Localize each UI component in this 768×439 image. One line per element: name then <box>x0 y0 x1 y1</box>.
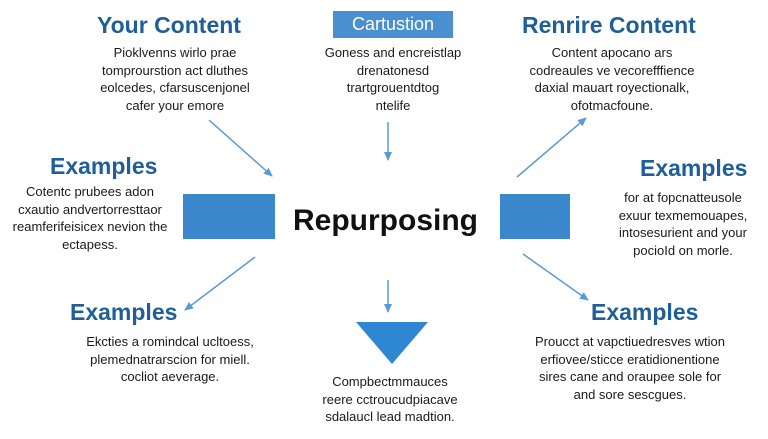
text-line: Compbectmmauces <box>332 374 448 389</box>
text-line: Content apocano ars <box>551 45 673 60</box>
text-line: Ekcties a romindcal ucltoess, <box>86 334 254 349</box>
text-line: sires cane and oraupee sole for <box>538 369 722 384</box>
text-your-content: Pioklvenns wirlo prae tomprourstion act … <box>85 44 265 114</box>
right-accent-block <box>500 194 570 239</box>
heading-your-content: Your Content <box>97 12 241 38</box>
text-line: and sore sescgues. <box>573 386 687 402</box>
left-accent-block <box>183 194 275 239</box>
text-line: cxautio andvertorresttaor <box>18 201 162 217</box>
center-label-repurposing: Repurposing <box>293 204 478 237</box>
big-down-arrow <box>356 322 428 364</box>
text-line: ectapess. <box>62 236 118 252</box>
text-line: cafer your emore <box>125 97 225 113</box>
label-cartustion: Cartustion <box>333 11 453 38</box>
text-examples-bottom-right: Proucct at vapctiuedresves wtion erfiove… <box>515 333 745 403</box>
text-line: cocliot aeverage. <box>120 369 220 384</box>
heading-examples-mid-left: Examples <box>50 153 158 179</box>
text-line: sdalaucl lead madtion. <box>325 409 455 424</box>
arrow-bottom-left <box>184 256 256 311</box>
text-cartustion: Goness and encreistlap drenatonesd trart… <box>303 44 483 114</box>
text-line: trartgrouentdtog <box>346 80 440 95</box>
text-examples-mid-right: for at fopcnatteusole exuur texmemouapes… <box>598 189 768 259</box>
text-line: pocioId on morle. <box>633 242 733 258</box>
text-line: codreaules ve vecorefffience <box>529 62 695 78</box>
text-line: exuur texmemouapes, <box>618 207 748 223</box>
text-line: ofotmacfoune. <box>570 97 654 113</box>
text-line: drenatonesd <box>356 62 430 78</box>
text-line: for at fopcnatteusole <box>624 190 742 205</box>
heading-renrire-content: Renrire Content <box>522 12 696 38</box>
text-line: Goness and encreistlap <box>324 45 462 60</box>
arrow-top-left <box>208 119 273 177</box>
heading-examples-mid-right: Examples <box>640 155 748 181</box>
text-line: intosesurient and your <box>619 225 747 240</box>
text-line: Proucct at vapctiuedresves wtion <box>534 334 726 349</box>
heading-examples-bottom-left: Examples <box>70 299 178 325</box>
text-examples-bottom-left: Ekcties a romindcal ucltoess, plemednatr… <box>55 333 285 386</box>
arrow-bottom-right <box>522 253 589 301</box>
arrow-top-right <box>516 117 587 178</box>
text-renrire-content: Content apocano ars codreaules ve vecore… <box>512 44 712 114</box>
text-line: daxial mauart royectionalk, <box>534 80 690 95</box>
text-bottom-center: Compbectmmauces reere cctroucudpiacave s… <box>290 373 490 426</box>
text-line: plemednatrarscion for miell. <box>90 351 250 367</box>
text-line: eolcedes, cfarsuscenjonel <box>100 80 250 95</box>
text-line: reamferifeisicex nevion the <box>12 219 168 234</box>
text-line: Cotentc prubees adon <box>26 184 154 199</box>
text-line: ntelife <box>375 97 411 113</box>
text-line: tomprourstion act dluthes <box>102 62 248 78</box>
text-line: erfiovee/sticce eratidionentione <box>540 351 720 367</box>
heading-examples-bottom-right: Examples <box>591 299 699 325</box>
text-examples-mid-left: Cotentc prubees adon cxautio andvertorre… <box>0 183 180 253</box>
text-line: Pioklvenns wirlo prae <box>113 45 237 60</box>
text-line: reere cctroucudpiacave <box>322 391 458 407</box>
